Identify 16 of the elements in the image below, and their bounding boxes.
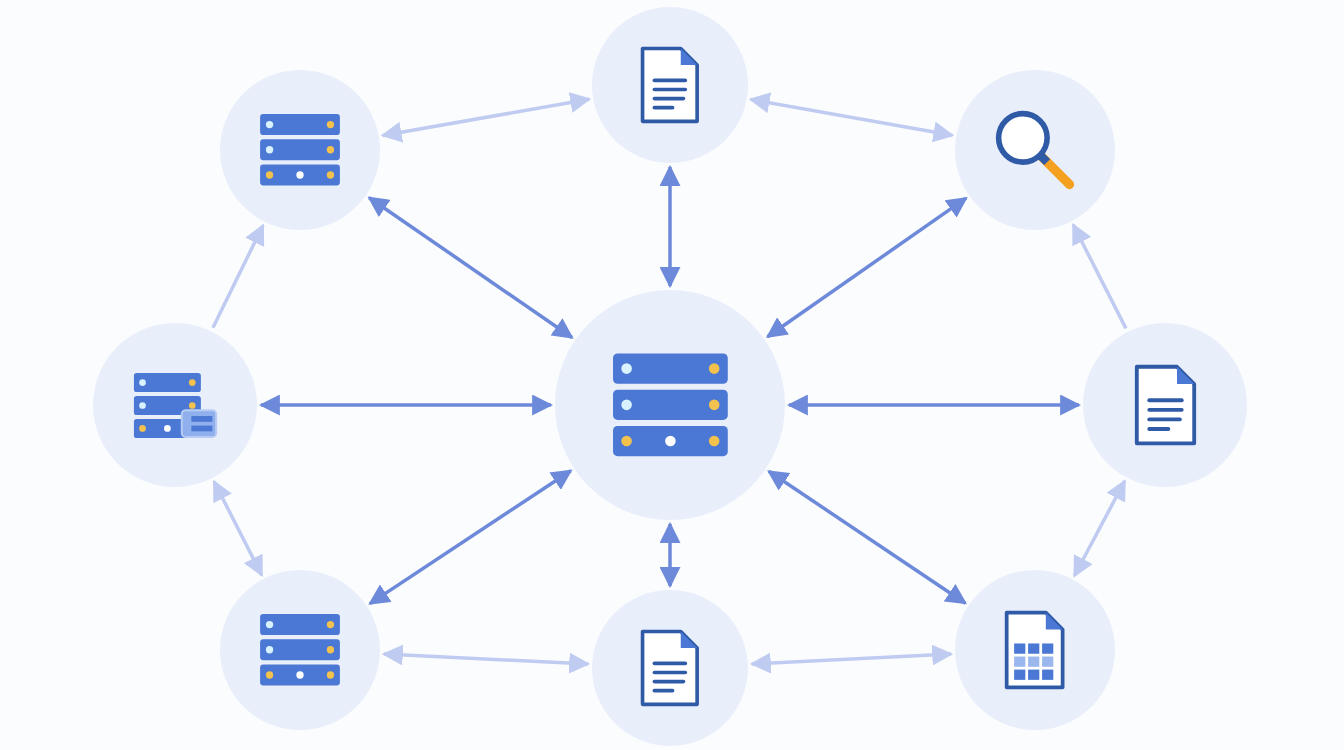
double-arrow [659, 164, 681, 289]
arrow [1071, 222, 1128, 330]
double-arrow [258, 394, 554, 416]
double-arrow [367, 196, 574, 339]
double-arrow [1072, 479, 1127, 578]
double-arrow [380, 92, 592, 143]
arrow [211, 223, 265, 329]
double-arrow [659, 521, 681, 589]
double-arrow [368, 469, 573, 606]
double-arrow [765, 196, 968, 339]
double-arrow [786, 394, 1082, 416]
double-arrow [767, 469, 968, 605]
double-arrow [748, 92, 955, 143]
double-arrow [212, 479, 264, 578]
double-arrow [749, 644, 954, 674]
double-arrow [381, 644, 591, 674]
